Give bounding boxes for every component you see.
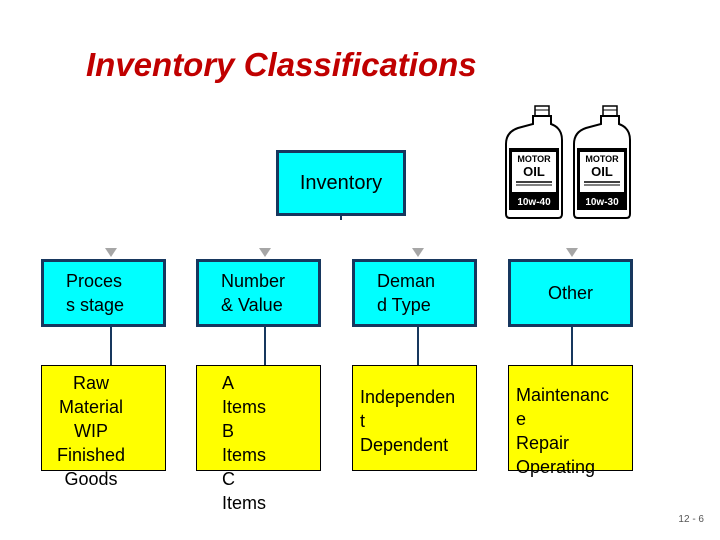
svg-text:10w-30: 10w-30 [585,197,619,208]
leaf-items-text: Independen t Dependent [360,387,456,455]
leaf-node-process-stage-items: Raw Material WIP Finished Goods [41,365,166,489]
arrow-down-icon [259,248,271,257]
slide-number: 12 - 6 [678,514,704,525]
category-node-number-value: Number & Value [196,259,321,327]
arrow-down-icon [566,248,578,257]
inventory-root-node: Inventory [276,150,406,216]
leaf-node-number-value-items: A Items B Items C Items [196,365,321,513]
motor-oil-bottle-2: MOTOR OIL 10w-30 [573,105,631,219]
arrow-down-icon [105,248,117,257]
category-connector [417,327,419,365]
category-connector [110,327,112,365]
leaf-node-demand-type-items: Independen t Dependent [352,365,477,471]
category-connector [264,327,266,365]
category-node-demand-type: Deman d Type [352,259,477,327]
category-label: Other [547,283,594,303]
category-label: Number & Value [221,271,286,315]
root-stem-connector [340,216,342,220]
category-connector [571,327,573,365]
svg-text:OIL: OIL [523,164,545,179]
svg-text:MOTOR: MOTOR [517,154,551,164]
category-label: Deman d Type [377,271,436,315]
svg-text:10w-40: 10w-40 [517,197,551,208]
arrow-down-icon [412,248,424,257]
leaf-items-text: Raw Material WIP Finished Goods [56,373,126,489]
slide-title: Inventory Classifications [86,46,477,83]
category-node-other: Other [508,259,633,327]
motor-oil-bottle-1: MOTOR OIL 10w-40 [505,105,563,219]
category-label: Proces s stage [66,271,125,315]
svg-text:MOTOR: MOTOR [585,154,619,164]
motor-oil-bottles-icon: MOTOR OIL 10w-40 MOTOR OIL 10w-30 [505,105,631,219]
leaf-items-text: Maintenanc e Repair Operating [516,385,610,477]
svg-text:OIL: OIL [591,164,613,179]
inventory-root-label: Inventory [299,172,383,194]
leaf-node-other-items: Maintenanc e Repair Operating [508,365,633,477]
leaf-items-text: A Items B Items C Items [222,373,267,513]
category-node-process-stage: Proces s stage [41,259,166,327]
